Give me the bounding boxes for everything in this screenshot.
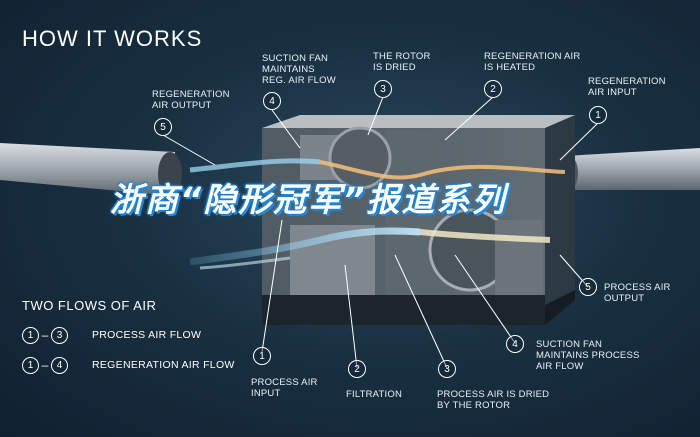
legend-from-number: 1: [22, 356, 39, 374]
callout-number-4-right: 4: [506, 335, 524, 353]
legend-dash: –: [41, 328, 49, 342]
legend-to-number: 4: [51, 356, 68, 374]
process-flow: [189, 227, 551, 270]
label-regeneration-air-output: REGENERATION AIR OUTPUT: [152, 89, 230, 111]
legend-label-regeneration-air-flow: REGENERATION AIR FLOW: [92, 359, 235, 371]
legend-title: TWO FLOWS OF AIR: [22, 298, 157, 313]
label-suction-fan-process: SUCTION FAN MAINTAINS PROCESS AIR FLOW: [536, 339, 640, 372]
unit-housing: [262, 115, 575, 325]
legend-row-process: 1 – 3 PROCESS AIR FLOW: [22, 325, 201, 345]
label-regeneration-air-input: REGENERATION AIR INPUT: [588, 76, 666, 98]
callout-number-2-top: 2: [484, 80, 502, 98]
legend-label-process-air-flow: PROCESS AIR FLOW: [92, 329, 202, 341]
callout-number-1-top: 1: [589, 106, 607, 124]
label-process-air-output: PROCESS AIR OUTPUT: [604, 282, 671, 304]
legend-row-regeneration: 1 – 4 REGENERATION AIR FLOW: [22, 355, 235, 375]
left-duct: [0, 143, 182, 196]
label-regeneration-heated: REGENERATION AIR IS HEATED: [484, 51, 581, 73]
callout-number-3-top: 3: [374, 80, 392, 98]
callout-number-3-bottom: 3: [438, 360, 456, 378]
label-process-air-dried: PROCESS AIR IS DRIED BY THE ROTOR: [437, 389, 550, 411]
regeneration-flow: [189, 158, 566, 180]
leader-lines: [162, 96, 599, 369]
callout-number-1-bottom: 1: [253, 347, 271, 365]
legend-to-number: 3: [51, 326, 68, 344]
callout-number-5-right: 5: [579, 278, 597, 296]
legend-from-number: 1: [22, 326, 39, 344]
legend-dash: –: [41, 358, 49, 372]
label-process-air-input: PROCESS AIR INPUT: [251, 377, 318, 399]
label-filtration: FILTRATION: [346, 389, 403, 400]
callout-number-5-top: 5: [154, 118, 172, 136]
callout-number-2-bottom: 2: [348, 360, 366, 378]
page-title: HOW IT WORKS: [22, 26, 203, 51]
label-suction-fan-reg: SUCTION FAN MAINTAINS REG. AIR FLOW: [262, 53, 336, 86]
watermark-text: 浙商“隐形冠军”报道系列: [110, 180, 507, 219]
callout-number-4-top: 4: [263, 92, 281, 110]
label-rotor-dried: THE ROTOR IS DRIED: [373, 51, 431, 73]
